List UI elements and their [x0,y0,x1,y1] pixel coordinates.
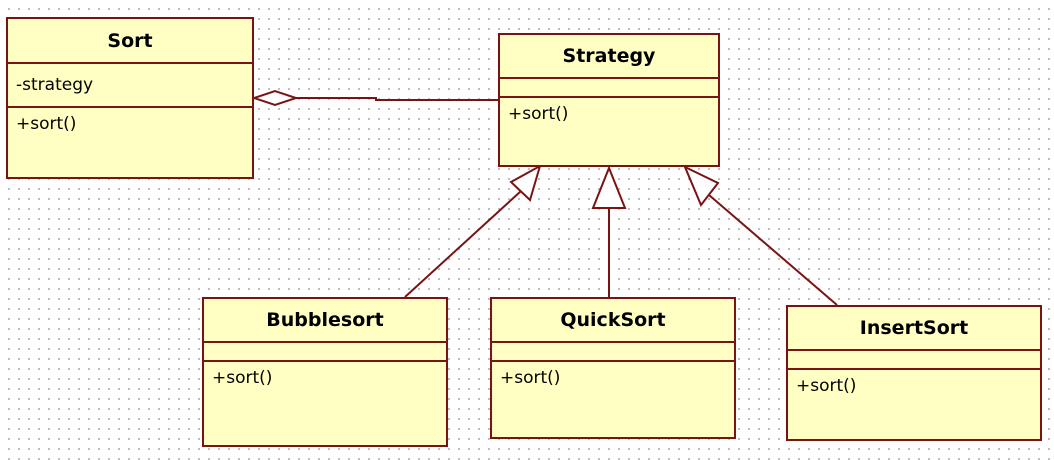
class-quicksort-method: +sort() [500,368,561,388]
class-sort-methods: +sort() [8,108,252,136]
class-quicksort-attributes [492,343,734,362]
class-strategy-methods: +sort() [500,98,718,126]
class-bubblesort[interactable]: Bubblesort +sort() [202,297,448,447]
generalization-line-bubblesort [404,190,522,298]
aggregation-diamond [250,89,300,107]
class-bubblesort-method: +sort() [212,368,273,388]
generalization-line-insertsort [708,194,838,306]
class-quicksort[interactable]: QuickSort +sort() [490,297,736,439]
generalization-quicksort[interactable] [591,165,627,297]
class-strategy[interactable]: Strategy +sort() [498,33,720,167]
class-sort[interactable]: Sort -strategy +sort() [6,17,254,179]
class-bubblesort-attributes [204,343,446,362]
generalization-arrowhead-quicksort [591,165,627,209]
class-insertsort-attributes [788,351,1040,370]
class-bubblesort-name: Bubblesort [204,299,446,343]
generalization-arrowhead-insertsort [683,164,720,207]
class-sort-attribute: -strategy [16,75,94,95]
class-sort-method: +sort() [16,114,77,134]
generalization-arrowhead-bubblesort [509,163,542,202]
class-insertsort[interactable]: InsertSort +sort() [786,305,1042,441]
class-insertsort-name: InsertSort [788,307,1040,351]
generalization-insertsort[interactable] [683,164,838,306]
class-sort-name: Sort [8,19,252,64]
class-quicksort-name: QuickSort [492,299,734,343]
aggregation-connector[interactable] [250,89,500,107]
class-bubblesort-methods: +sort() [204,362,446,390]
class-strategy-method: +sort() [508,104,569,124]
class-insertsort-method: +sort() [796,376,857,396]
generalization-bubblesort[interactable] [404,163,542,298]
class-insertsort-methods: +sort() [788,370,1040,398]
class-quicksort-methods: +sort() [492,362,734,390]
class-strategy-attributes [500,79,718,98]
aggregation-line [296,97,500,101]
class-sort-attributes: -strategy [8,64,252,108]
class-strategy-name: Strategy [500,35,718,79]
